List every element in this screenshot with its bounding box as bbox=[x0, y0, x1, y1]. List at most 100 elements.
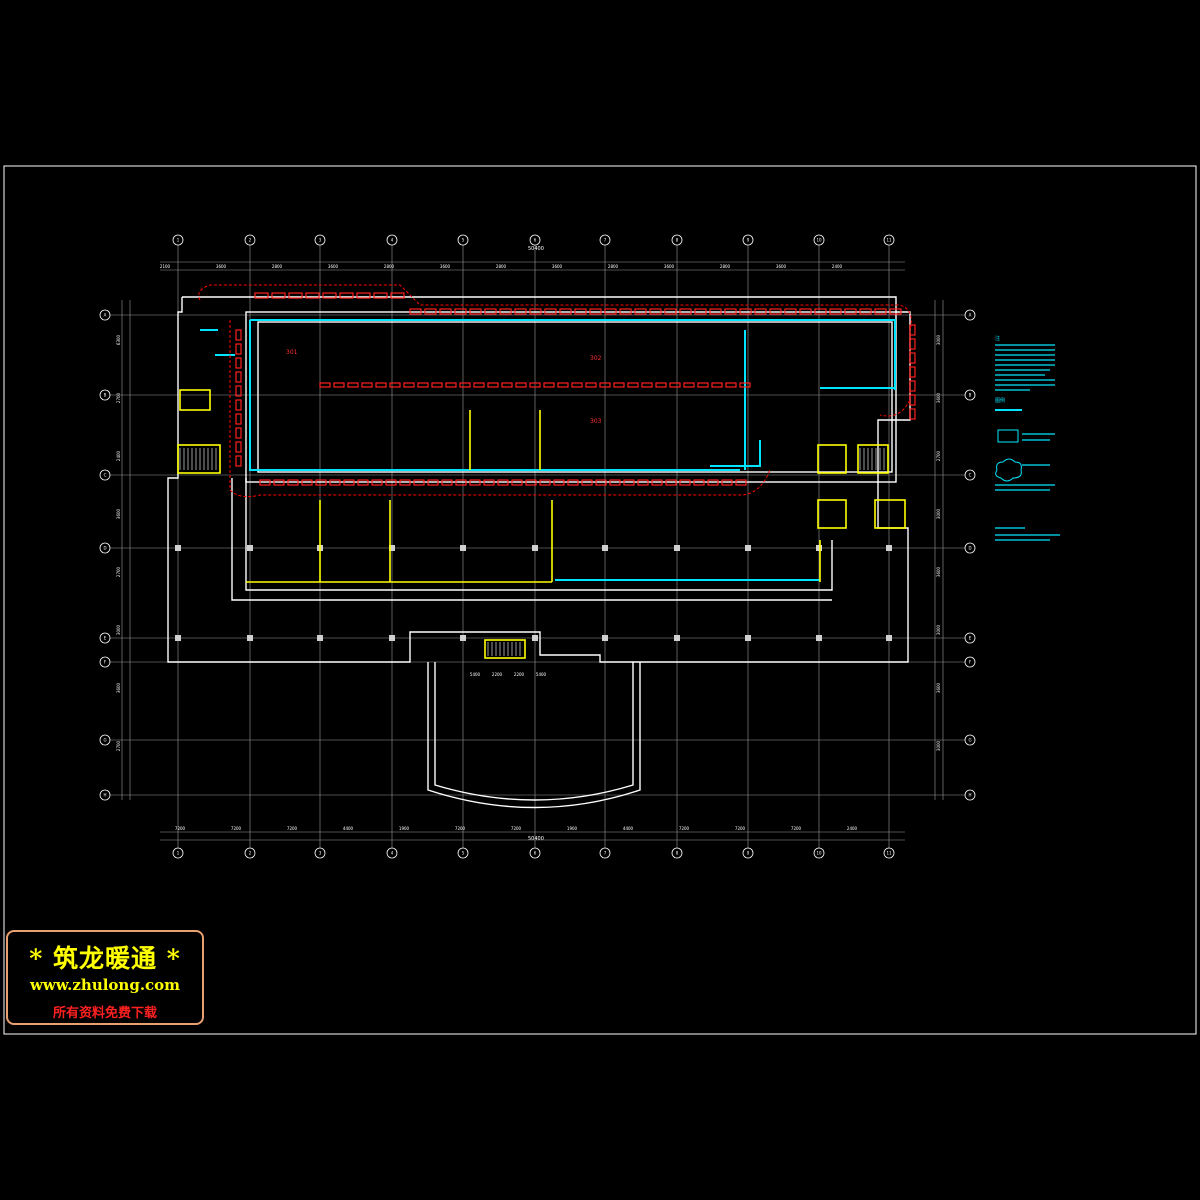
grid-bubble-right-circle bbox=[964, 542, 976, 554]
radiator bbox=[339, 292, 354, 299]
column bbox=[460, 635, 466, 641]
grid-bubble-left-circle bbox=[99, 469, 111, 481]
radiator bbox=[679, 308, 692, 315]
radiator bbox=[721, 479, 733, 486]
revision-cloud bbox=[198, 284, 912, 498]
grid-bubble-bottom-circle bbox=[244, 847, 256, 859]
radiator bbox=[525, 479, 537, 486]
grid-bubble-right-circle bbox=[964, 389, 976, 401]
grid-bubble-bottom-circle bbox=[671, 847, 683, 859]
bottom-dimension-label: 7200 bbox=[455, 826, 466, 831]
stair-hatch bbox=[179, 448, 885, 656]
grid-bubble-top-circle bbox=[742, 234, 754, 246]
grid-bubble-left-circle bbox=[99, 309, 111, 321]
radiator bbox=[431, 382, 443, 388]
radiator bbox=[574, 308, 587, 315]
radiator bbox=[889, 308, 902, 315]
radiator bbox=[235, 343, 242, 355]
grid-bubble-right-circle bbox=[964, 309, 976, 321]
radiator bbox=[909, 366, 916, 378]
top-dimension-label: 3600 bbox=[440, 264, 451, 269]
grid-bubble-left-circle bbox=[99, 632, 111, 644]
left-dimension-label: 2700 bbox=[116, 740, 121, 751]
grid-bubble-bottom-label: 11 bbox=[886, 851, 892, 856]
radiator bbox=[375, 382, 387, 388]
grid-bubble-bottom-label: 2 bbox=[249, 851, 252, 856]
radiator bbox=[329, 479, 341, 486]
grid-bubble-left-label: E bbox=[104, 636, 107, 641]
radiator bbox=[347, 382, 359, 388]
radiator bbox=[441, 479, 453, 486]
grid-bubble-bottom-label: 4 bbox=[391, 851, 394, 856]
grid-bubble-bottom-label: 7 bbox=[604, 851, 607, 856]
radiator bbox=[619, 308, 632, 315]
grid-bubble-right-label: E bbox=[969, 636, 972, 641]
bottom-dimension-label: 1900 bbox=[399, 826, 410, 831]
legend-cloud-symbol bbox=[995, 458, 1022, 482]
top-overall-dimension: 50400 bbox=[528, 246, 544, 252]
grid-bubble-left-circle bbox=[99, 656, 111, 668]
grid-bubble-bottom-circle bbox=[742, 847, 754, 859]
room-label-302: 302 bbox=[590, 355, 602, 362]
radiator bbox=[454, 308, 467, 315]
top-dimension-label: 3600 bbox=[328, 264, 339, 269]
top-dimension-label: 3600 bbox=[664, 264, 675, 269]
top-dimension-label: 2800 bbox=[608, 264, 619, 269]
radiator bbox=[287, 479, 299, 486]
radiator bbox=[769, 308, 782, 315]
radiator bbox=[623, 479, 635, 486]
grid-bubble-bottom-label: 9 bbox=[747, 851, 750, 856]
radiator bbox=[235, 427, 242, 439]
radiator bbox=[829, 308, 842, 315]
radiator bbox=[333, 382, 345, 388]
grid-bubble-left-circle bbox=[99, 789, 111, 801]
radiator bbox=[539, 479, 551, 486]
bottom-overall-dimension: 50400 bbox=[528, 836, 544, 842]
radiator bbox=[559, 308, 572, 315]
grid-bubble-left-label: D bbox=[103, 546, 106, 551]
column bbox=[460, 545, 466, 551]
notes-text-lines bbox=[995, 344, 1060, 541]
radiator bbox=[235, 413, 242, 425]
right-dimension-label: 3000 bbox=[936, 624, 941, 635]
top-dimension-label: 2800 bbox=[496, 264, 507, 269]
grid-bubble-bottom-circle bbox=[172, 847, 184, 859]
grid-bubble-left-label: A bbox=[104, 313, 107, 318]
grid-bubble-top-label: 6 bbox=[534, 238, 537, 243]
radiator bbox=[613, 382, 625, 388]
stair-dimension-label: 2200 bbox=[514, 672, 525, 677]
grid-bubble-left-label: B bbox=[104, 393, 107, 398]
radiator bbox=[417, 382, 429, 388]
radiator bbox=[235, 399, 242, 411]
radiator bbox=[589, 308, 602, 315]
radiator bbox=[459, 382, 471, 388]
radiator bbox=[273, 479, 285, 486]
bottom-dimension-label: 7200 bbox=[511, 826, 522, 831]
grid-bubble-top-label: 1 bbox=[177, 238, 180, 243]
radiator bbox=[799, 308, 812, 315]
radiator bbox=[497, 479, 509, 486]
radiator bbox=[235, 441, 242, 453]
radiator bbox=[844, 308, 857, 315]
column bbox=[745, 635, 751, 641]
column bbox=[532, 545, 538, 551]
radiator bbox=[754, 308, 767, 315]
grid-bubble-right-circle bbox=[964, 789, 976, 801]
grid-bubble-left-label: C bbox=[104, 473, 107, 478]
left-dimension-label: 6300 bbox=[116, 334, 121, 345]
top-dimension-label: 2800 bbox=[720, 264, 731, 269]
structural-columns bbox=[175, 545, 892, 641]
right-dimension-label: 3600 bbox=[936, 682, 941, 693]
radiator bbox=[499, 308, 512, 315]
grid-bubble-right-circle bbox=[964, 632, 976, 644]
right-dimension-label: 3000 bbox=[936, 334, 941, 345]
left-dimension-label: 2700 bbox=[116, 566, 121, 577]
radiator bbox=[455, 479, 467, 486]
grid-bubble-bottom-circle bbox=[529, 847, 541, 859]
room-label-303: 303 bbox=[590, 418, 602, 425]
grid-bubble-right-label: F bbox=[969, 660, 972, 665]
left-dimension-label: 2400 bbox=[116, 450, 121, 461]
